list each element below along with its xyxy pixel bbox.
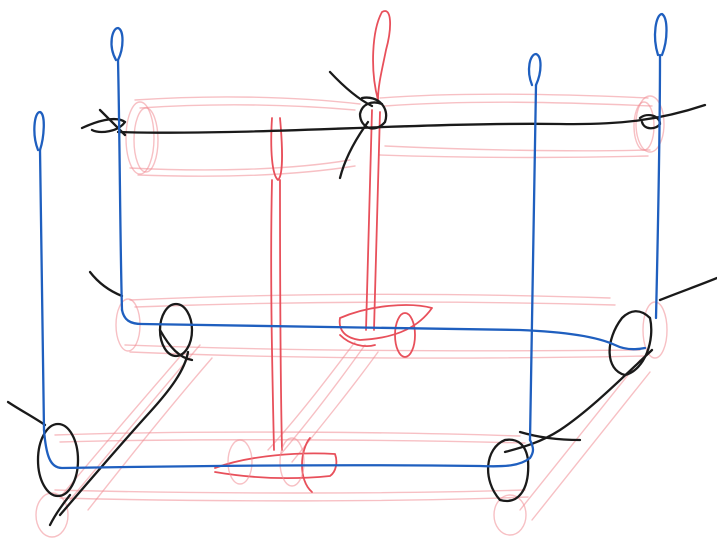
red-top-vertical	[366, 110, 372, 330]
red-tube-mid-lower	[125, 345, 640, 351]
red-bottom-lower2	[60, 497, 528, 501]
blue-tie-left-back	[112, 28, 123, 310]
red-tube-top-right-upper2	[385, 102, 652, 106]
red-tube-mid-end-right	[643, 302, 667, 358]
black-top-rod	[82, 72, 705, 178]
red-top-vertical-b	[374, 112, 380, 330]
red-tube-top-left-upper	[135, 97, 360, 104]
blue-rod-right-middle	[530, 85, 536, 440]
red-diag-left-a	[70, 345, 200, 500]
red-center-vertical	[271, 180, 274, 450]
red-tee-mid-body	[340, 305, 432, 340]
black-middle-right-ring	[505, 278, 717, 452]
red-bottom-upper2	[60, 440, 525, 443]
red-center-loop	[271, 118, 282, 180]
blue-tie-left-front	[34, 112, 44, 430]
red-tube-mid-end-left	[116, 299, 140, 351]
red-diag-left-end	[36, 493, 68, 537]
black-bottom-right-ring	[488, 440, 528, 501]
blue-loop-right-middle	[529, 54, 540, 85]
blue-tie-right-middle	[529, 54, 540, 440]
red-tube-middle-back	[116, 294, 667, 358]
black-mid-right-hook	[660, 278, 717, 300]
red-vertical-connector-top	[366, 11, 390, 330]
blue-loop-right-back	[655, 14, 666, 55]
red-tube-mid-lower2	[130, 352, 645, 358]
red-tube-top-right-upper	[380, 94, 648, 98]
red-diag-left-c	[62, 345, 190, 495]
black-middle-ring-left	[60, 272, 192, 515]
red-diag-right-a	[520, 360, 640, 510]
red-tube-top-right-lower	[385, 146, 650, 151]
red-bottom-lower	[55, 490, 525, 493]
blue-loop-left-front	[34, 112, 43, 150]
red-center-vertical-b	[280, 180, 282, 450]
red-top-loop	[373, 11, 390, 100]
blue-rod-left-back	[118, 60, 122, 310]
blue-rod-right-back	[656, 55, 660, 318]
red-tee-middle	[340, 305, 432, 357]
red-tube-mid-upper	[130, 294, 610, 300]
red-tube-top-left-lower	[130, 160, 350, 170]
black-top-right-knot	[640, 115, 660, 128]
red-tube-top-left-upper2	[140, 105, 355, 110]
black-mid-left-hook	[90, 272, 122, 296]
blue-middle-frame	[122, 310, 645, 349]
blue-tie-right-back	[655, 14, 666, 318]
red-tube-top-left	[126, 97, 360, 176]
blue-rod-left-front	[40, 150, 44, 430]
red-tee-mid-stub	[340, 335, 375, 346]
blue-middle-horizontal	[122, 310, 645, 349]
blue-loop-left-back	[112, 28, 123, 60]
red-diag-right-b	[532, 372, 650, 520]
red-tube-top-right-lower2	[380, 155, 648, 157]
red-tube-top-left-lower2	[138, 166, 355, 176]
black-bottom-left-hook	[8, 402, 45, 425]
black-top-rod-line	[118, 105, 705, 133]
black-mid-left-ring	[160, 304, 192, 356]
